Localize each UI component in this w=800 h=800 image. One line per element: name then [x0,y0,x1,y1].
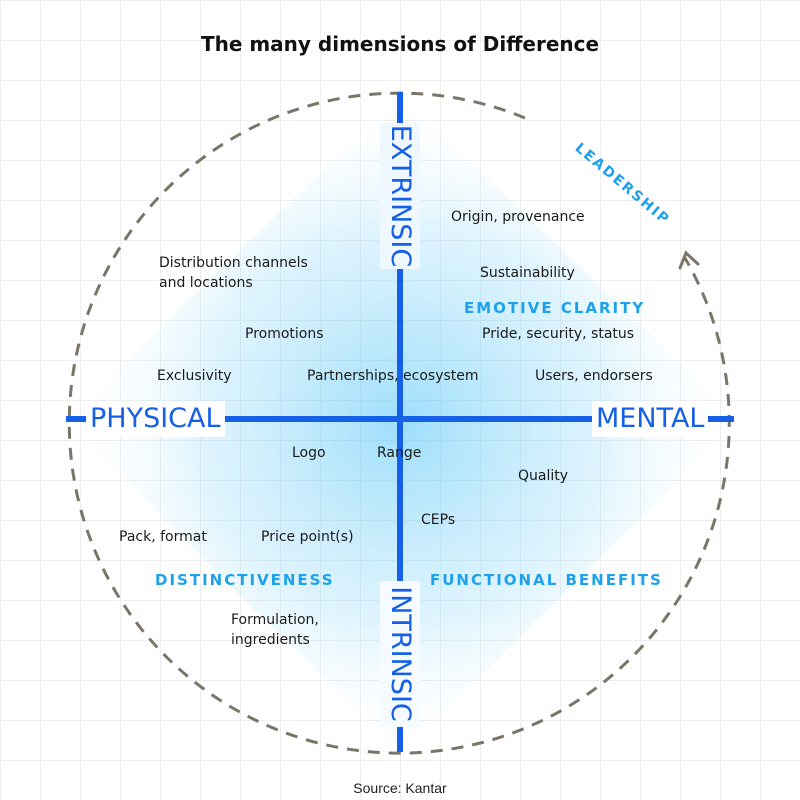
item-origin: Origin, provenance [451,209,585,225]
dashed-circle [67,91,731,755]
source-note: Source: Kantar [353,780,447,796]
item-ceps: CEPs [421,512,456,528]
item-promotions: Promotions [245,326,324,342]
axis-label-top: EXTRINSIC [380,123,420,269]
item-range: Range [377,445,422,461]
axis-label-right: MENTAL [592,401,709,437]
item-price: Price point(s) [261,529,354,545]
item-quality: Quality [518,468,569,484]
item-users: Users, endorsers [535,368,653,384]
arrow-head-icon [678,250,700,270]
item-distribution-1: Distribution channels [159,255,308,271]
diagram-title: The many dimensions of Difference [200,32,600,56]
axis-label-bottom: INTRINSIC [380,581,420,727]
item-pack: Pack, format [119,529,207,545]
item-distribution-2: and locations [159,275,253,291]
item-exclusivity: Exclusivity [157,368,232,384]
item-formulation-1: Formulation, [231,612,319,628]
axis-label-left: PHYSICAL [86,401,225,437]
quadrant-distinctiveness: DISTINCTIVENESS [155,571,335,589]
item-sustainability: Sustainability [480,265,575,281]
item-logo: Logo [292,445,326,461]
item-formulation-2: ingredients [231,632,310,648]
item-partnerships: Partnerships, ecosystem [307,368,479,384]
item-pride: Pride, security, status [482,326,635,342]
quadrant-functional-benefits: FUNCTIONAL BENEFITS [430,571,663,589]
quadrant-emotive-clarity: EMOTIVE CLARITY [464,299,646,317]
